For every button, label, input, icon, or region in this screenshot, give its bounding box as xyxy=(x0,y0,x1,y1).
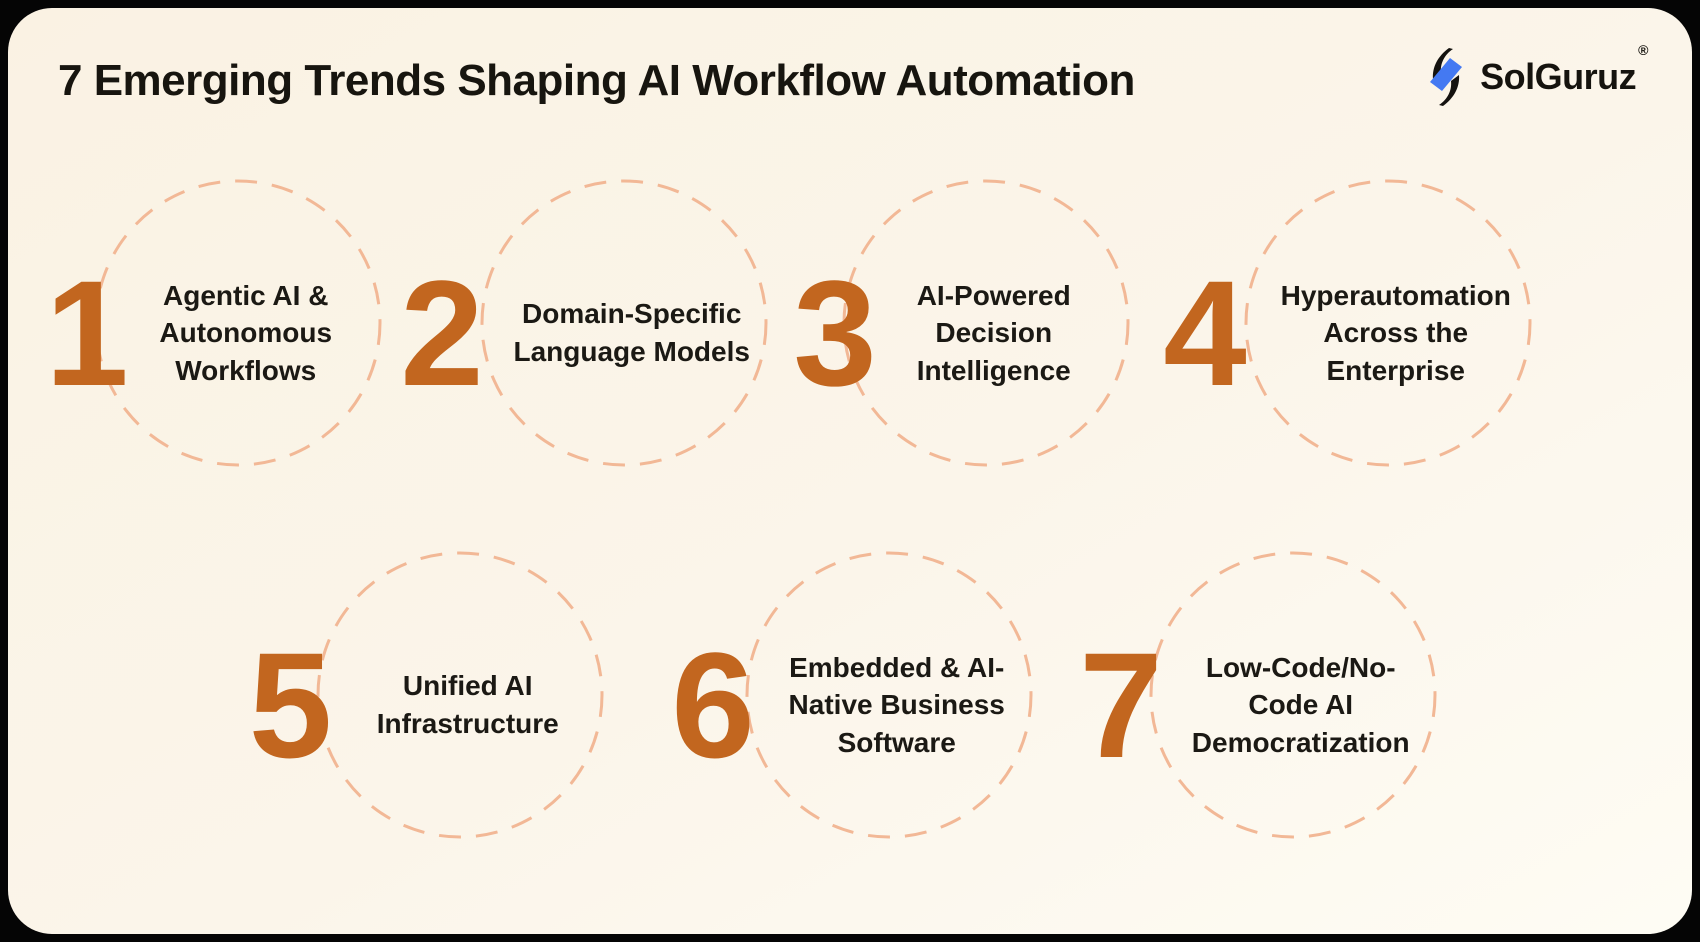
trend-item-5: 5 Unified AI Infrastructure xyxy=(172,545,652,865)
trend-item-4: 4 Hyperautomation Across the Enterprise xyxy=(1100,173,1580,493)
trend-content: 6 Embedded & AI-Native Business Software xyxy=(671,621,1010,789)
trend-label: Embedded & AI-Native Business Software xyxy=(788,651,1005,758)
trend-item-7: 7 Low-Code/No-Code AI Democratization xyxy=(1005,545,1485,865)
trend-label: Low-Code/No-Code AI Democratization xyxy=(1191,651,1410,758)
trend-content: 2 Domain-Specific Language Models xyxy=(400,249,751,417)
trend-content: 3 AI-Powered Decision Intelligence xyxy=(793,249,1082,417)
trend-number: 2 xyxy=(400,249,484,417)
trend-number: 5 xyxy=(248,621,333,789)
trend-label: AI-Powered Decision Intelligence xyxy=(916,279,1071,386)
trend-number: 7 xyxy=(1079,621,1163,789)
registered-trademark: ® xyxy=(1638,42,1648,58)
trend-label: Domain-Specific Language Models xyxy=(513,298,750,367)
solguruz-bolt-icon xyxy=(1422,46,1470,108)
brand-name-text: SolGuruz xyxy=(1480,56,1637,97)
trend-content: 1 Agentic AI & Autonomous Workflows xyxy=(45,249,334,417)
infographic-card: 7 Emerging Trends Shaping AI Workflow Au… xyxy=(8,8,1692,934)
trend-content: 4 Hyperautomation Across the Enterprise xyxy=(1163,249,1516,417)
trend-number: 3 xyxy=(793,249,877,417)
trend-number: 6 xyxy=(671,621,755,789)
trend-label: Hyperautomation Across the Enterprise xyxy=(1280,279,1511,386)
trend-number: 1 xyxy=(45,249,129,417)
page-title: 7 Emerging Trends Shaping AI Workflow Au… xyxy=(58,56,1135,105)
trend-item-1: 1 Agentic AI & Autonomous Workflows xyxy=(8,173,430,493)
trend-content: 7 Low-Code/No-Code AI Democratization xyxy=(1079,621,1410,789)
trend-number: 4 xyxy=(1163,249,1247,417)
brand-name: SolGuruz® xyxy=(1480,42,1648,98)
trend-label: Agentic AI & Autonomous Workflows xyxy=(159,279,333,386)
trend-label: Unified AI Infrastructure xyxy=(376,670,559,739)
brand-logo: SolGuruz® xyxy=(1422,42,1648,108)
trend-content: 5 Unified AI Infrastructure xyxy=(248,621,575,789)
